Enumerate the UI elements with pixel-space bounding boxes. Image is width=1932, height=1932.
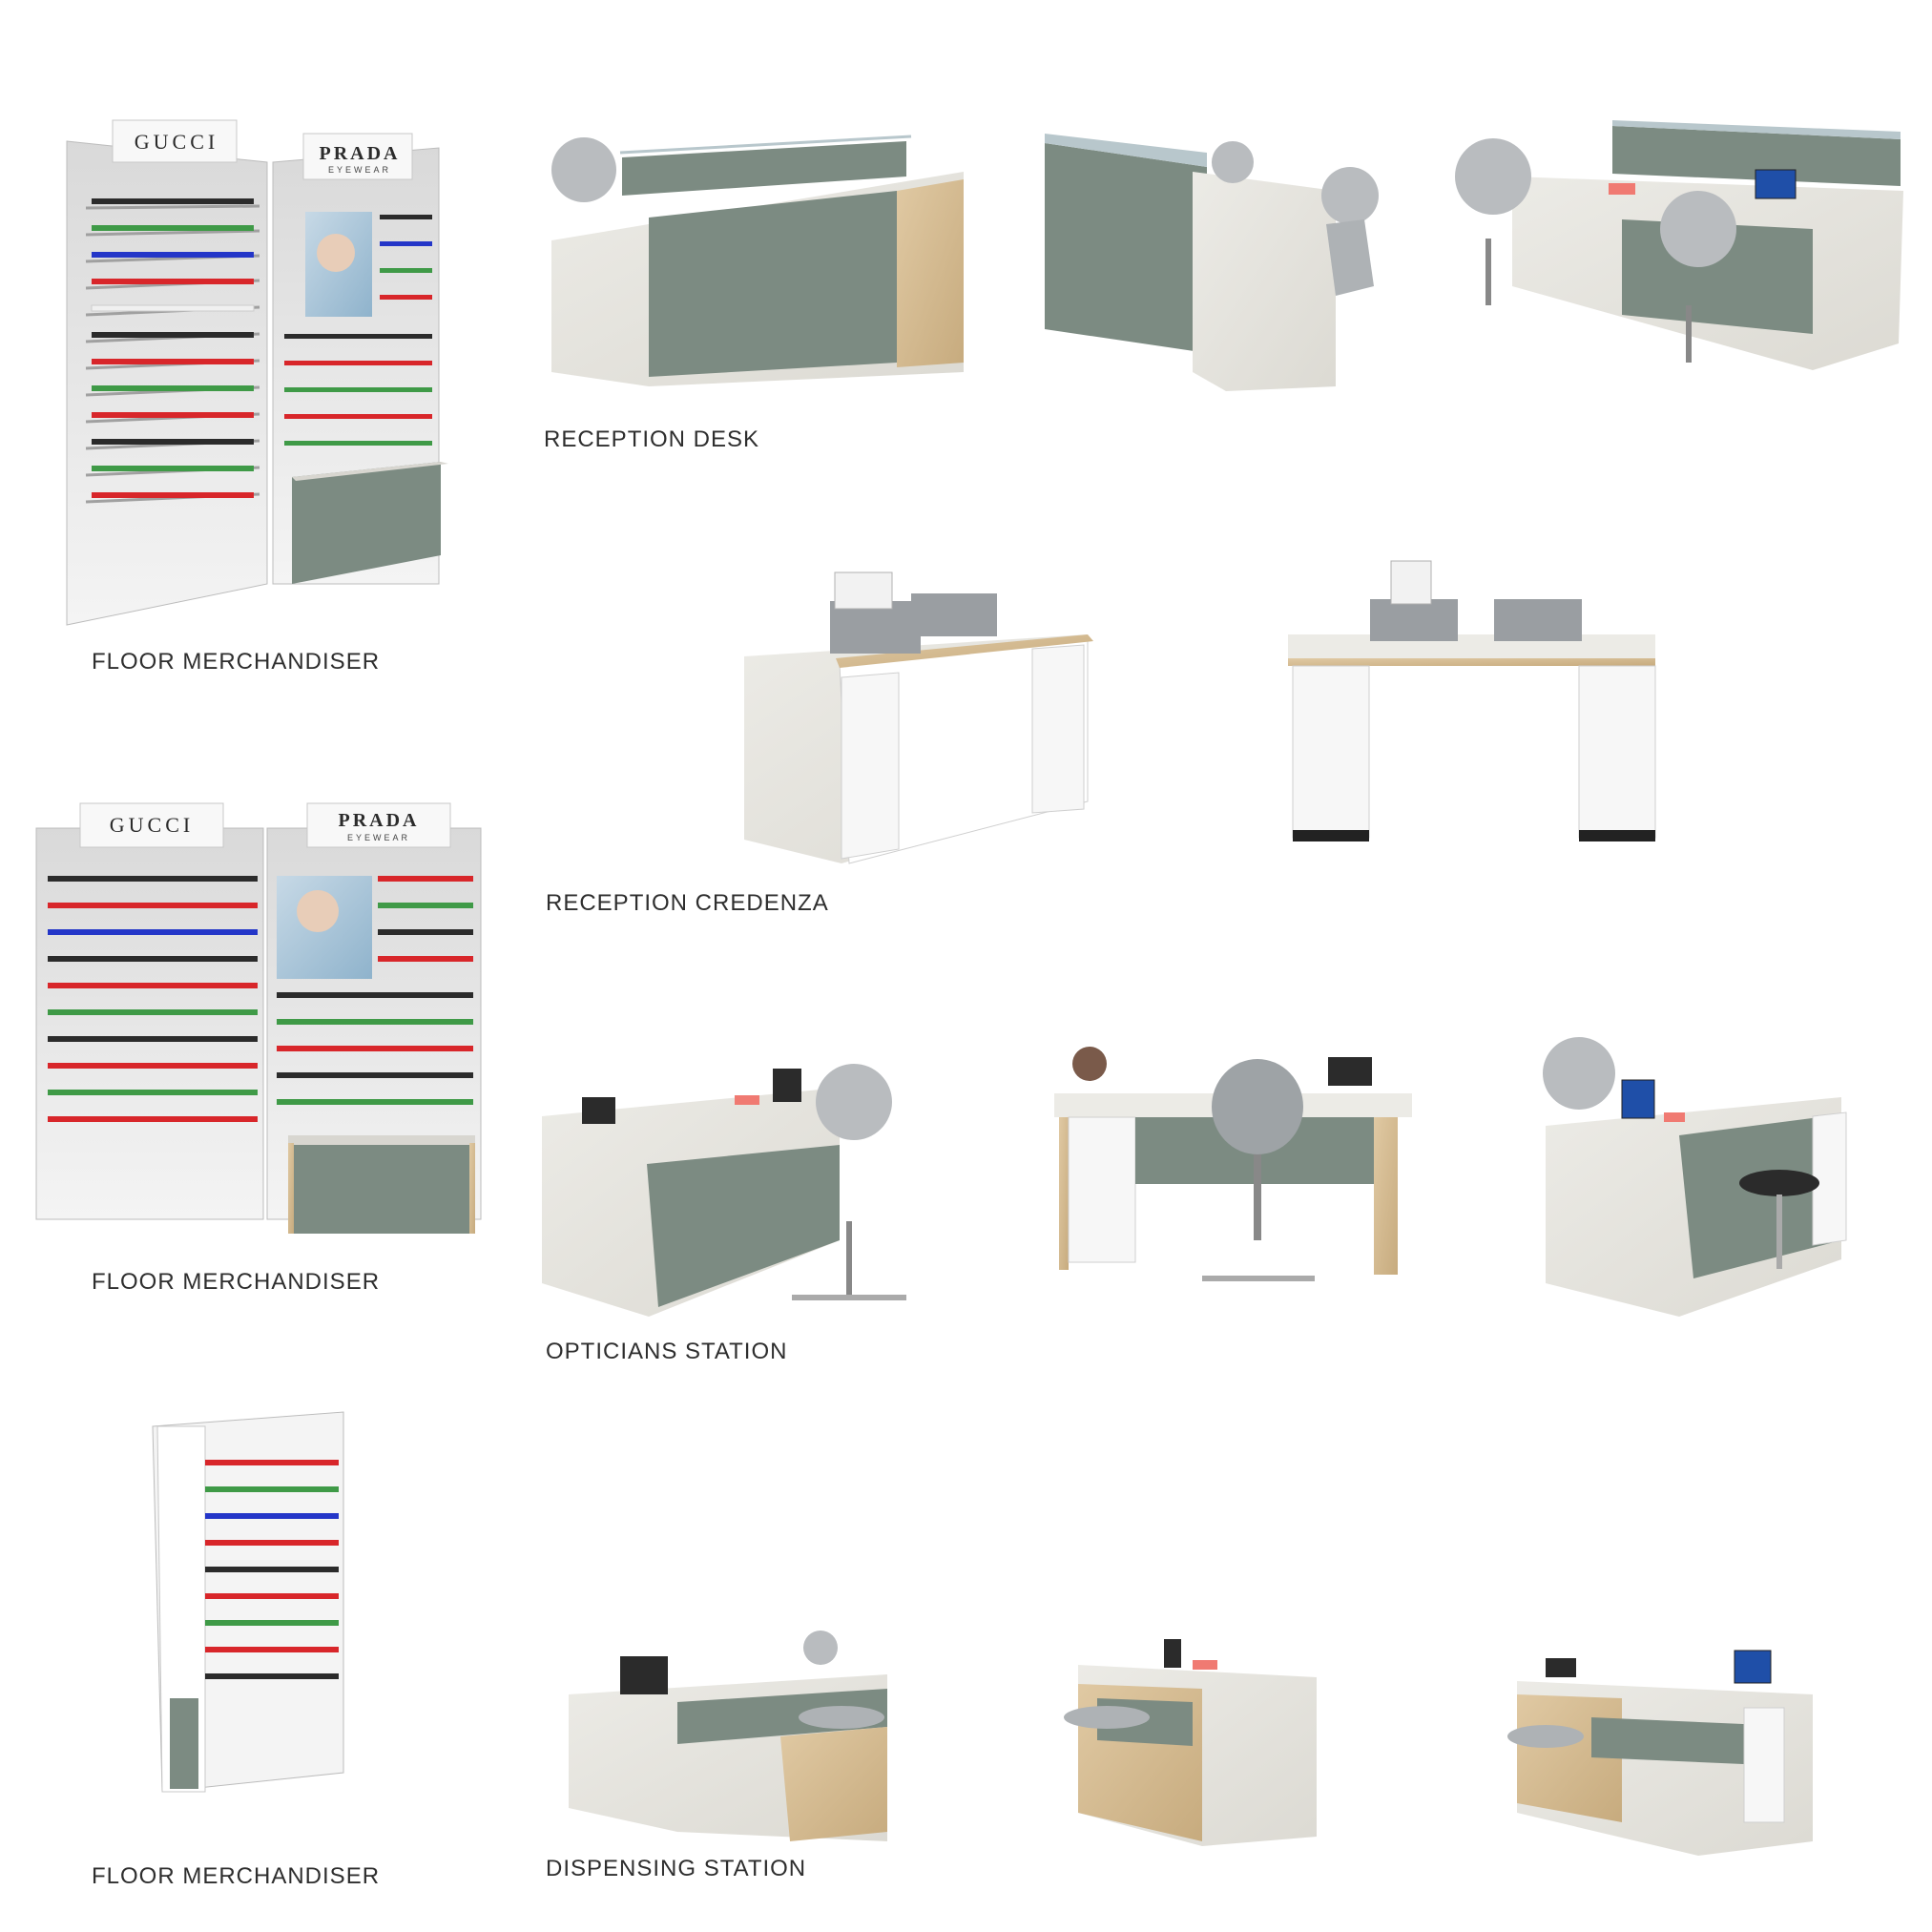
dispensing-station-view-3 <box>1507 1650 1813 1856</box>
floor-merchandiser-3 <box>152 1411 344 1793</box>
floor-merchandiser-2 <box>35 802 482 1234</box>
caption-reception-desk: RECEPTION DESK <box>544 426 760 452</box>
prada-sign-2: PRADA <box>338 810 420 831</box>
floor-merchandiser-1 <box>66 119 448 626</box>
prada-sign-1: PRADA <box>319 143 401 164</box>
opticians-station-view-2 <box>1054 1047 1412 1281</box>
opticians-station-view-3 <box>1543 1037 1847 1317</box>
caption-floor-merchandiser-3: FLOOR MERCHANDISER <box>92 1863 381 1889</box>
gucci-sign-2: GUCCI <box>109 813 195 837</box>
caption-reception-credenza: RECEPTION CREDENZA <box>546 890 829 916</box>
prada-sign-1-sub: EYEWEAR <box>327 165 391 175</box>
reception-credenza-view-2 <box>1288 560 1656 841</box>
reception-credenza-view-1 <box>744 571 1093 864</box>
reception-desk-view-3 <box>1455 120 1903 370</box>
reception-desk-view-1 <box>551 135 964 386</box>
reception-desk-view-2 <box>1045 134 1379 391</box>
gucci-sign-1: GUCCI <box>134 130 219 154</box>
dispensing-station-view-2 <box>1064 1639 1317 1846</box>
caption-opticians-station: OPTICIANS STATION <box>546 1339 788 1364</box>
dispensing-station-view-1 <box>569 1631 887 1841</box>
opticians-station-view-1 <box>542 1064 906 1317</box>
caption-dispensing-station: DISPENSING STATION <box>546 1856 807 1881</box>
caption-floor-merchandiser-2: FLOOR MERCHANDISER <box>92 1269 381 1295</box>
prada-sign-2-sub: EYEWEAR <box>346 833 410 842</box>
caption-floor-merchandiser-1: FLOOR MERCHANDISER <box>92 649 381 675</box>
